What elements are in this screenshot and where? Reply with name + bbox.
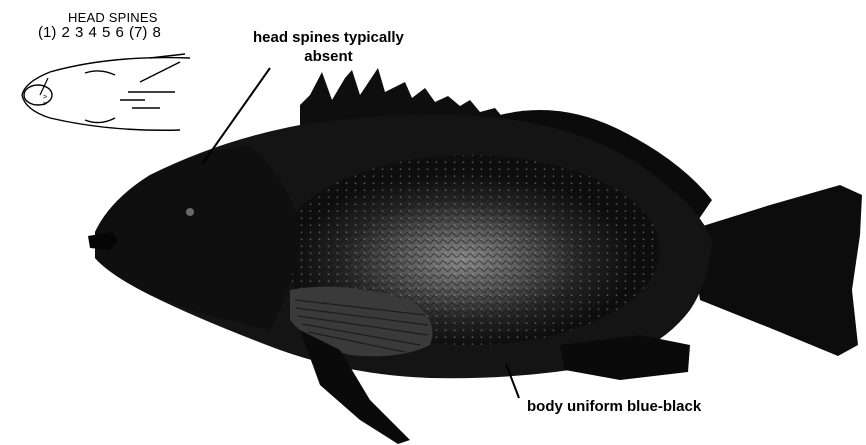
tail-fin bbox=[690, 185, 862, 356]
head-spines-numbers: (1) 2 3 4 5 6 (7) 8 bbox=[38, 24, 161, 41]
svg-text:>: > bbox=[43, 94, 47, 101]
fish-eye bbox=[186, 208, 194, 216]
svg-text:>: > bbox=[43, 101, 47, 108]
head-spines-annotation-line1: head spines typically bbox=[253, 28, 404, 47]
head-spines-title: HEAD SPINES bbox=[68, 10, 158, 25]
head-spines-diagram bbox=[22, 54, 190, 130]
fish-head bbox=[95, 145, 300, 330]
body-color-annotation: body uniform blue-black bbox=[527, 398, 701, 415]
head-spines-annotation-line2: absent bbox=[253, 47, 404, 66]
head-spines-annotation: head spines typically absent bbox=[253, 28, 404, 66]
